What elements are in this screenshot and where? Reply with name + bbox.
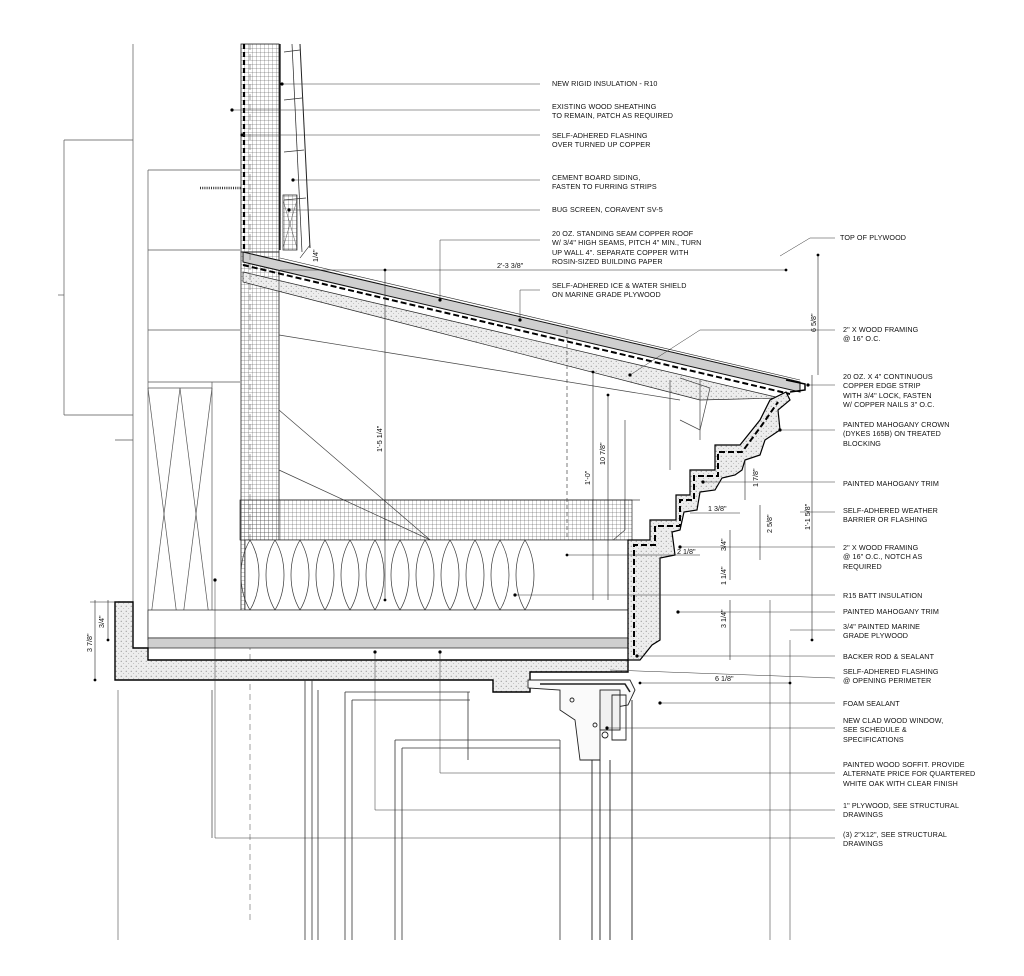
dim-soffit-total: 3 7/8" [85,633,94,652]
callout-copper-edge-strip: 20 OZ. X 4" CONTINUOUS COPPER EDGE STRIP… [843,372,935,410]
callout-weather-barrier: SELF-ADHERED WEATHER BARRIER OR FLASHING [843,506,938,525]
trim-profile [627,391,791,661]
callout-flashing-opening: SELF-ADHERED FLASHING @ OPENING PERIMETE… [843,667,939,686]
dim-roof-width: 2'-3 3/8" [497,261,524,270]
leader-lines [214,83,836,839]
dimension-lines [90,244,819,684]
callout-wood-sheathing: EXISTING WOOD SHEATHING TO REMAIN, PATCH… [552,102,674,121]
dim-crown-height: 1'-1 5/8" [803,503,812,530]
callout-backer-rod: BACKER ROD & SEALANT [843,652,935,661]
callout-flashing-over-copper: SELF-ADHERED FLASHING OVER TURNED UP COP… [552,131,651,150]
background-structure [58,44,240,641]
blocking [239,499,633,541]
soffit-assembly [114,601,629,693]
dim-trim-step-5: 3 1/4" [719,609,728,628]
callout-bug-screen: BUG SCREEN, CORAVENT SV-5 [552,205,663,214]
window-unit [527,679,636,940]
callout-rigid-insulation: NEW RIGID INSULATION - R10 [552,79,658,88]
callout-ice-water-shield: SELF-ADHERED ICE & WATER SHIELD ON MARIN… [552,281,687,300]
copper-roof [242,251,806,401]
callout-wood-framing: 2" X WOOD FRAMING @ 16" O.C. [843,325,919,344]
callout-mahogany-trim-upper: PAINTED MAHOGANY TRIM [843,479,939,488]
dim-roof-top-offset: 1/4" [311,249,320,262]
dim-interior-inset: 10 7/8" [598,442,607,465]
callout-marine-plywood: 3/4" PAINTED MARINE GRADE PLYWOOD [843,622,921,641]
dim-roof-height: 1'-5 1/4" [375,425,384,452]
callout-2x12-structural: (3) 2"X12", SEE STRUCTURAL DRAWINGS [843,830,947,849]
lower-structure [117,600,791,940]
callout-clad-wood-window: NEW CLAD WOOD WINDOW, SEE SCHEDULE & SPE… [843,716,944,744]
callout-foam-sealant: FOAM SEALANT [843,699,900,708]
leader-dots [93,82,820,730]
dim-soffit-board: 3/4" [97,615,106,628]
callout-top-of-plywood: TOP OF PLYWOOD [840,233,907,242]
callout-batt-insulation: R15 BATT INSULATION [843,591,923,600]
callout-mahogany-crown: PAINTED MAHOGANY CROWN (DYKES 165B) ON T… [843,420,950,448]
dim-trim-step-2: 2 5/8" [765,514,774,533]
batt-insulation [240,539,629,611]
dim-top-to-plywood: 6 5/8" [809,313,818,332]
dim-trim-step-1: 1 7/8" [751,468,760,487]
dim-soffit-width: 6 1/8" [715,674,734,683]
dim-trim-step-depth-1: 1 3/8" [708,504,727,513]
callout-wood-framing-notch: 2" X WOOD FRAMING @ 16" O.C., NOTCH AS R… [843,543,923,571]
dim-trim-step-depth-2: 2 1/8" [677,547,696,556]
callout-copper-roof: 20 OZ. STANDING SEAM COPPER ROOF W/ 3/4"… [552,229,702,267]
callout-wood-soffit: PAINTED WOOD SOFFIT. PROVIDE ALTERNATE P… [843,760,976,788]
callout-plywood-structural: 1" PLYWOOD, SEE STRUCTURAL DRAWINGS [843,801,960,820]
dim-trim-step-4: 1 1/4" [719,566,728,585]
dim-interior-height: 1'-0" [583,470,592,485]
callout-cement-board-siding: CEMENT BOARD SIDING, FASTEN TO FURRING S… [552,173,657,192]
dim-trim-step-3: 3/4" [719,538,728,551]
callout-mahogany-trim-lower: PAINTED MAHOGANY TRIM [843,607,939,616]
